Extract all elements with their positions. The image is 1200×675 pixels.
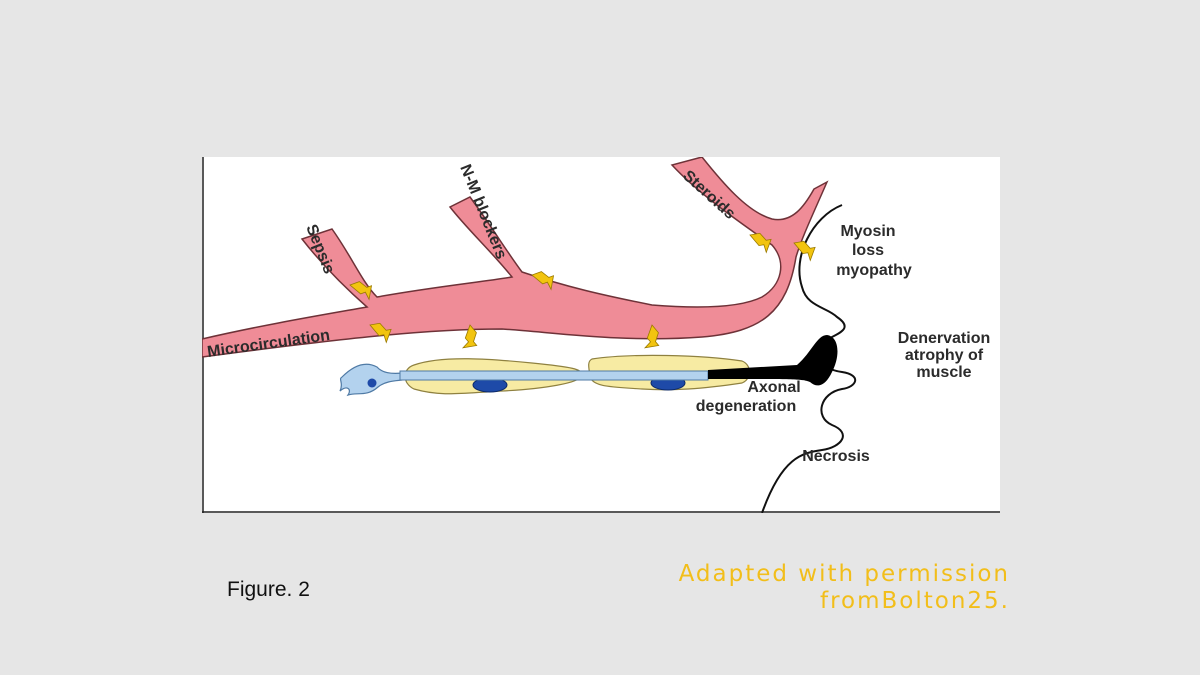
label-myosin-3: myopathy [836, 262, 912, 279]
muscle-fiber-outline [761, 204, 857, 513]
degenerated-axon [708, 335, 838, 386]
attribution: Adapted with permission fromBolton25. [679, 561, 1010, 615]
axon [399, 370, 709, 381]
blood-vessel [202, 157, 829, 358]
label-denervation-3: muscle [916, 364, 971, 381]
label-necrosis: Necrosis [802, 448, 870, 465]
figure-panel: Microcirculation Sepsis N-M blockers Ste… [202, 157, 1000, 513]
neuron-nucleus [367, 378, 377, 388]
attribution-line-2: fromBolton25. [819, 588, 1010, 614]
figure-caption: Figure. 2 [227, 578, 310, 601]
label-myosin-1: Myosin [840, 223, 895, 240]
label-denervation-1: Denervation [898, 330, 990, 347]
label-myosin-2: loss [852, 242, 884, 259]
diagram-svg: Microcirculation Sepsis N-M blockers Ste… [202, 157, 1000, 513]
label-axonal-2: degeneration [696, 398, 796, 415]
label-axonal-1: Axonal [747, 379, 800, 396]
label-denervation-2: atrophy of [905, 347, 984, 364]
attribution-line-1: Adapted with permission [678, 561, 1010, 587]
